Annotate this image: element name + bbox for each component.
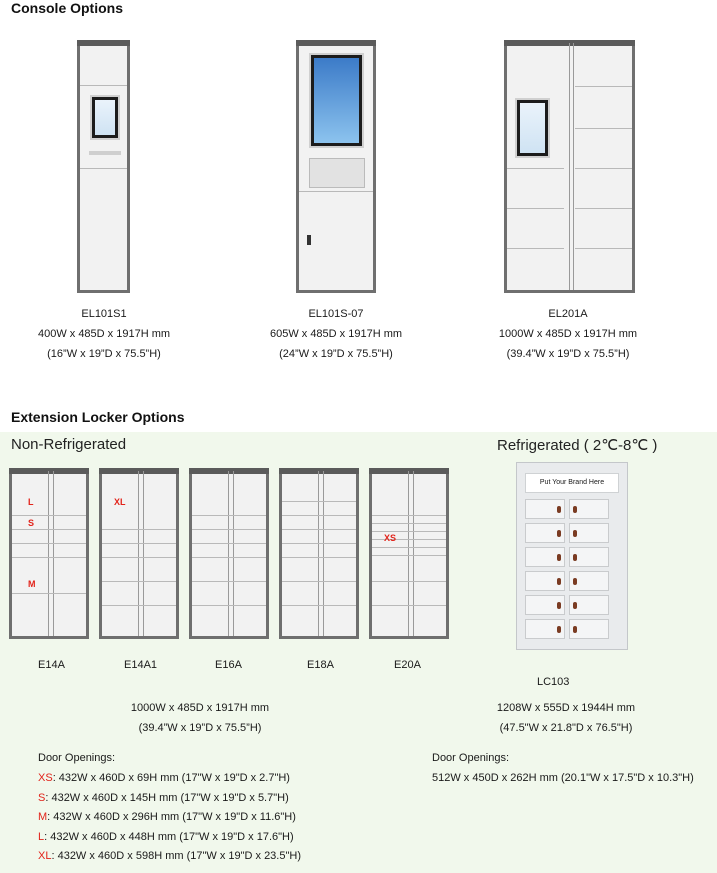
door-code: L [38, 830, 45, 843]
refrigerated-metric: 1208W x 555D x 1944H mm [496, 702, 636, 714]
model-metric: 1000W x 485D x 1917H mm [498, 328, 638, 340]
locker-image-el101s1 [77, 40, 130, 293]
door-size: : 432W x 460D x 598H mm (17"W x 19"D x 2… [51, 850, 301, 863]
brand-panel: Put Your Brand Here [525, 473, 619, 493]
size-tag-xs: XS [384, 533, 397, 543]
extension-metric: 1000W x 485D x 1917H mm [130, 702, 270, 714]
locker-image-e14a1: XL [99, 468, 179, 639]
door-openings-title: Door Openings: [38, 752, 116, 764]
door-size: : 432W x 460D x 448H mm (17"W x 19"D x 1… [44, 830, 294, 843]
locker-image-el201a [504, 40, 635, 293]
door-s: S: 432W x 460D x 145H mm (17"W x 19"D x … [38, 789, 301, 809]
door-code: S [38, 791, 46, 804]
model-imperial: (24”W x 19”D x 75.5”H) [279, 348, 393, 360]
model-name: EL201A [548, 308, 588, 320]
locker-image-lc103: Put Your Brand Here [516, 462, 628, 650]
locker-image-el101s-07 [296, 40, 376, 293]
locker-image-e18a [279, 468, 359, 639]
refrigerated-size: 1208W x 555D x 1944H mm (47.5"W x 21.8"D… [486, 698, 646, 738]
door-size: : 432W x 460D x 69H mm (17"W x 19"D x 2.… [52, 772, 290, 784]
model-el201a: EL201A 1000W x 485D x 1917H mm (39.4”W x… [488, 304, 648, 364]
locker-image-e14a: L S M [9, 468, 89, 639]
non-refrigerated-label: Non-Refrigerated [11, 436, 127, 453]
refrigerated-imperial: (47.5"W x 21.8"D x 76.5"H) [499, 722, 633, 734]
locker-image-e16a [189, 468, 269, 639]
door-m: M: 432W x 460D x 296H mm (17"W x 19"D x … [38, 808, 301, 828]
extension-imperial: (39.4”W x 19”D x 75.5”H) [138, 722, 262, 734]
model-metric: 400W x 485D x 1917H mm [37, 328, 171, 340]
door-openings-list: XS: 432W x 460D x 69H mm (17"W x 19"D x … [38, 769, 301, 867]
refrigerated-door-openings-title: Door Openings: [432, 752, 510, 764]
model-el101s1: EL101S1 400W x 485D x 1917H mm (16”W x 1… [24, 304, 184, 364]
refrigerated-label: Refrigerated ( 2℃-8℃ ) [497, 437, 658, 454]
model-imperial: (39.4”W x 19”D x 75.5”H) [506, 348, 630, 360]
door-xs: XS: 432W x 460D x 69H mm (17"W x 19"D x … [38, 769, 301, 789]
refrigerated-door-size: 512W x 450D x 262H mm (20.1"W x 17.5"D x… [432, 772, 694, 784]
model-name: EL101S-07 [308, 308, 364, 320]
model-e16a: E16A [215, 659, 242, 671]
model-e14a: E14A [38, 659, 65, 671]
door-size: : 432W x 460D x 296H mm (17"W x 19"D x 1… [47, 811, 296, 824]
size-tag-s: S [28, 518, 35, 528]
extension-size: 1000W x 485D x 1917H mm (39.4”W x 19”D x… [120, 698, 280, 738]
extension-options-title: Extension Locker Options [11, 409, 185, 425]
door-size: : 432W x 460D x 145H mm (17"W x 19"D x 5… [45, 791, 289, 804]
model-metric: 605W x 485D x 1917H mm [269, 328, 403, 340]
model-e20a: E20A [394, 659, 421, 671]
door-code: M [38, 811, 48, 824]
console-options-title: Console Options [11, 0, 123, 16]
size-tag-l: L [28, 497, 34, 507]
model-e14a1: E14A1 [124, 659, 158, 671]
size-tag-m: M [28, 579, 36, 589]
door-xl: XL: 432W x 460D x 598H mm (17"W x 19"D x… [38, 847, 301, 867]
model-imperial: (16”W x 19”D x 75.5”H) [47, 348, 161, 360]
model-name: EL101S1 [81, 308, 127, 320]
size-tag-xl: XL [114, 497, 126, 507]
model-lc103: LC103 [537, 676, 570, 688]
locker-image-e20a: XS [369, 468, 449, 639]
door-code: XL [38, 850, 52, 863]
door-l: L: 432W x 460D x 448H mm (17"W x 19"D x … [38, 828, 301, 848]
model-e18a: E18A [307, 659, 334, 671]
model-el101s-07: EL101S-07 605W x 485D x 1917H mm (24”W x… [256, 304, 416, 364]
door-code: XS [38, 772, 53, 784]
